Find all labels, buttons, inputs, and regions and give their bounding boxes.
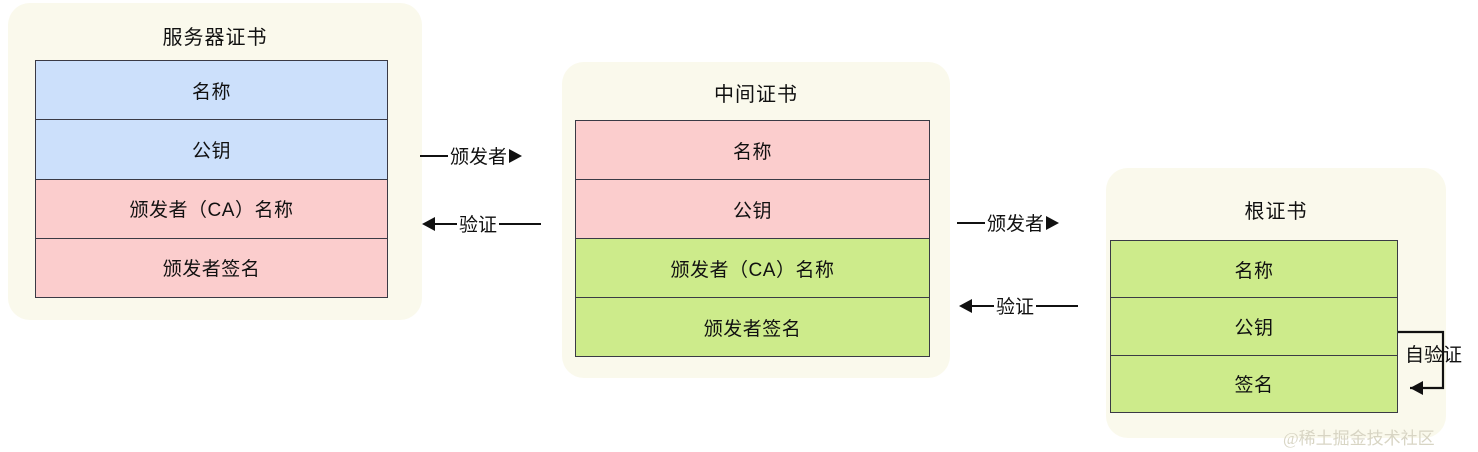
arrow-server-to-intermediate-issuer: 颁发者 [420, 142, 523, 169]
root-certificate-title: 根证书 [1244, 201, 1308, 223]
intermediate-row-public-key: 公钥 [576, 180, 929, 239]
self-verify-path-icon [1398, 330, 1445, 395]
arrowhead-right-icon [509, 148, 523, 163]
intermediate-certificate-title: 中间证书 [714, 84, 798, 106]
intermediate-row-issuer-signature: 颁发者签名 [576, 298, 929, 356]
root-row-signature: 签名 [1111, 355, 1397, 412]
server-certificate-table: 名称 公钥 颁发者（CA）名称 颁发者签名 [35, 60, 388, 298]
intermediate-row-name: 名称 [576, 121, 929, 180]
server-row-public-key: 公钥 [36, 120, 387, 180]
arrow-label-text: 验证 [459, 215, 498, 236]
arrow-shaft [957, 221, 985, 224]
intermediate-certificate-table: 名称 公钥 颁发者（CA）名称 颁发者签名 [575, 120, 930, 357]
arrowhead-left-icon [959, 298, 972, 313]
server-row-name: 名称 [36, 61, 387, 121]
server-row-issuer-signature: 颁发者签名 [36, 238, 387, 297]
server-row-issuer-name: 颁发者（CA）名称 [36, 179, 387, 239]
arrow-shaft-left [435, 222, 457, 225]
arrow-label-text: 颁发者 [987, 214, 1045, 235]
arrowhead-right-icon [1046, 215, 1060, 230]
arrow-intermediate-to-root-issuer: 颁发者 [957, 209, 1060, 236]
arrow-shaft-right [499, 222, 542, 225]
root-row-public-key: 公钥 [1111, 298, 1397, 356]
root-certificate-table: 名称 公钥 签名 [1110, 240, 1398, 413]
arrow-shaft-right [1036, 304, 1079, 307]
arrow-label-text: 验证 [996, 297, 1035, 318]
server-certificate-title: 服务器证书 [162, 27, 268, 49]
arrow-root-to-intermediate-verify: 验证 [959, 292, 1079, 319]
arrow-intermediate-to-server-verify: 验证 [422, 210, 542, 237]
root-self-verify-label: 自验证 [1405, 345, 1463, 366]
root-self-verify-loop [1390, 318, 1478, 404]
arrow-label-text: 颁发者 [450, 147, 508, 168]
intermediate-row-issuer-name: 颁发者（CA）名称 [576, 239, 929, 298]
arrowhead-left-icon [422, 216, 435, 231]
watermark: @稀土掘金技术社区 [1283, 429, 1435, 448]
arrow-shaft-left [972, 304, 994, 307]
arrow-shaft [420, 154, 448, 157]
root-row-name: 名称 [1111, 241, 1397, 299]
